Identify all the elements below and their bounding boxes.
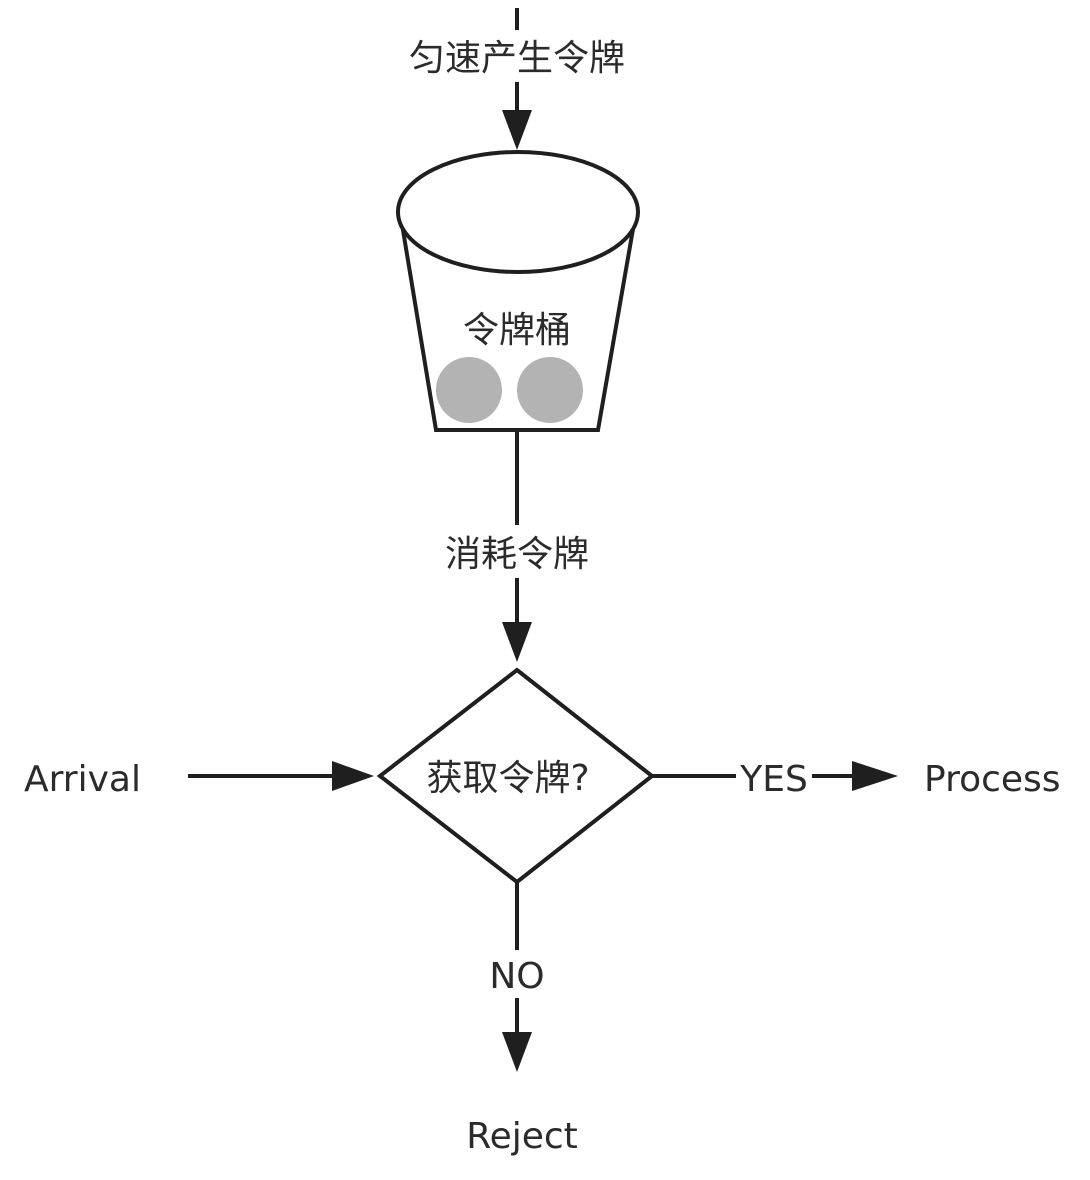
yes-label: YES [739, 759, 808, 800]
arrival-arrowhead [332, 761, 374, 791]
consume-arrowhead [502, 622, 532, 662]
token-bucket: 令牌桶 [396, 150, 640, 432]
bucket-label: 令牌桶 [463, 310, 571, 351]
no-label: NO [489, 956, 544, 997]
bucket-rim [396, 150, 640, 274]
token-generation-arrowhead [502, 110, 532, 150]
arrival-label: Arrival [24, 759, 141, 800]
no-arrowhead [502, 1032, 532, 1072]
decision-label: 获取令牌? [426, 758, 589, 799]
token-1 [436, 357, 502, 423]
reject-label: Reject [466, 1116, 578, 1157]
token-2 [517, 357, 583, 423]
consume-tokens-label: 消耗令牌 [445, 534, 589, 575]
generate-tokens-label: 匀速产生令牌 [409, 38, 625, 79]
decision-node: 获取令牌? [376, 667, 656, 885]
yes-arrowhead [852, 761, 898, 791]
process-label: Process [924, 759, 1061, 800]
